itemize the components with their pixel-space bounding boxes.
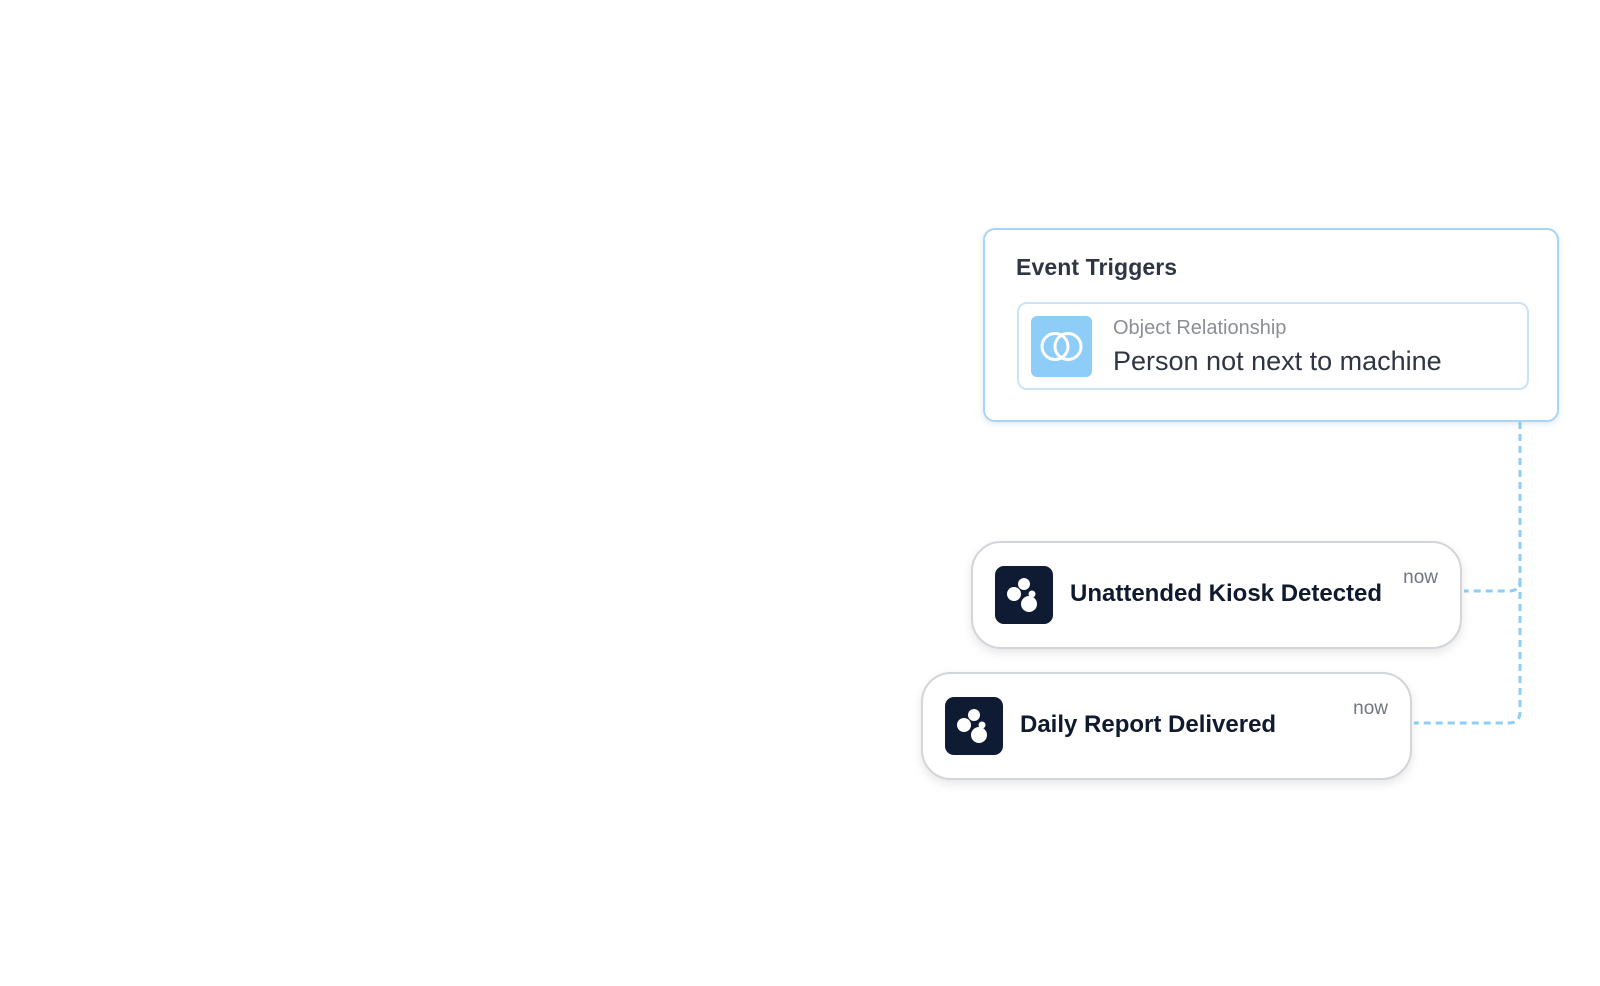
notification-time: now	[1353, 698, 1388, 719]
event-triggers-card[interactable]: Event Triggers Object Relationship Perso…	[983, 228, 1559, 422]
trigger-description: Person not next to machine	[1113, 346, 1442, 376]
notification-time: now	[1403, 567, 1438, 588]
interlocking-rings-icon	[1031, 316, 1092, 377]
app-logo-icon	[995, 566, 1053, 624]
notification-title: Daily Report Delivered	[1020, 711, 1277, 738]
notification-title: Unattended Kiosk Detected	[1070, 580, 1383, 607]
notification-card[interactable]: Unattended Kiosk Detected now	[971, 541, 1462, 649]
event-triggers-title: Event Triggers	[1016, 254, 1178, 280]
trigger-item-object-relationship[interactable]: Object Relationship Person not next to m…	[1017, 302, 1529, 390]
trigger-type-label: Object Relationship	[1113, 317, 1287, 339]
app-logo-icon	[945, 697, 1003, 755]
notification-card[interactable]: Daily Report Delivered now	[921, 672, 1412, 780]
connector-trigger-to-notification-1	[1464, 422, 1522, 593]
